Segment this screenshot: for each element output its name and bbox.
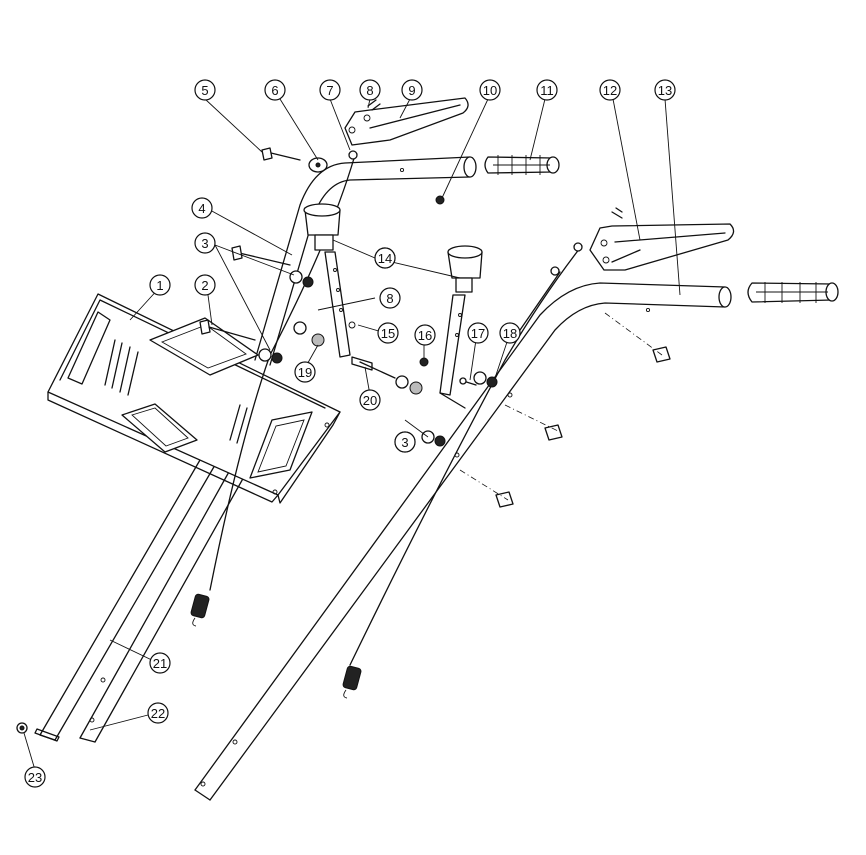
callout-label: 3 <box>401 435 408 450</box>
callout-label: 18 <box>503 326 517 341</box>
callout-2: 2 <box>194 274 216 296</box>
callout-label: 8 <box>386 291 393 306</box>
grip-left <box>484 155 560 175</box>
callout-17: 17 <box>467 322 489 344</box>
callout-5: 5 <box>194 79 216 101</box>
fasteners <box>16 147 671 734</box>
callout-12: 12 <box>599 79 621 101</box>
callout-20: 20 <box>359 389 381 411</box>
lower-handle-left <box>34 459 246 743</box>
callout-21: 21 <box>149 652 171 674</box>
control-panel <box>47 293 341 504</box>
callout-22: 22 <box>147 702 169 724</box>
callout-15: 15 <box>377 322 399 344</box>
callout-7: 7 <box>319 79 341 101</box>
callout-label: 3 <box>201 236 208 251</box>
callout-4: 4 <box>191 197 213 219</box>
callout-label: 13 <box>658 83 672 98</box>
callout-label: 23 <box>28 770 42 785</box>
upper-handle-left <box>254 156 477 366</box>
callout-label: 10 <box>483 83 497 98</box>
callout-19: 19 <box>294 361 316 383</box>
cables <box>190 150 583 699</box>
callout-3: 3 <box>394 431 416 453</box>
knob-right <box>439 245 483 409</box>
callout-13: 13 <box>654 79 676 101</box>
callout-11: 11 <box>536 79 558 101</box>
callout-label: 7 <box>326 83 333 98</box>
callout-label: 20 <box>363 393 377 408</box>
callout-9: 9 <box>401 79 423 101</box>
callout-8: 8 <box>359 79 381 101</box>
callout-label: 17 <box>471 326 485 341</box>
callout-label: 8 <box>366 83 373 98</box>
callout-label: 4 <box>198 201 205 216</box>
callout-label: 12 <box>603 83 617 98</box>
callout-label: 1 <box>156 278 163 293</box>
callout-label: 22 <box>151 706 165 721</box>
callout-10: 10 <box>479 79 501 101</box>
callout-label: 6 <box>271 83 278 98</box>
callout-label: 14 <box>378 251 392 266</box>
callout-label: 16 <box>418 328 432 343</box>
callout-14: 14 <box>374 247 396 269</box>
callout-23: 23 <box>24 766 46 788</box>
callout-label: 19 <box>298 365 312 380</box>
lever-right <box>589 207 735 271</box>
callout-label: 15 <box>381 326 395 341</box>
callout-6: 6 <box>264 79 286 101</box>
callout-label: 11 <box>540 83 554 98</box>
callout-16: 16 <box>414 324 436 346</box>
callout-label: 9 <box>408 83 415 98</box>
callout-label: 2 <box>201 278 208 293</box>
main-handle-tube <box>194 282 732 801</box>
callout-18: 18 <box>499 322 521 344</box>
knob-left <box>303 203 351 358</box>
lever-left <box>344 97 469 146</box>
callout-label: 5 <box>201 83 208 98</box>
callout-3: 3 <box>194 232 216 254</box>
callout-label: 21 <box>153 656 167 671</box>
callout-1: 1 <box>149 274 171 296</box>
callouts: 1233345678891011121314141516171819202122… <box>24 79 676 788</box>
grip-right <box>747 282 839 303</box>
leader-lines <box>23 98 681 771</box>
callout-8: 8 <box>379 287 401 309</box>
